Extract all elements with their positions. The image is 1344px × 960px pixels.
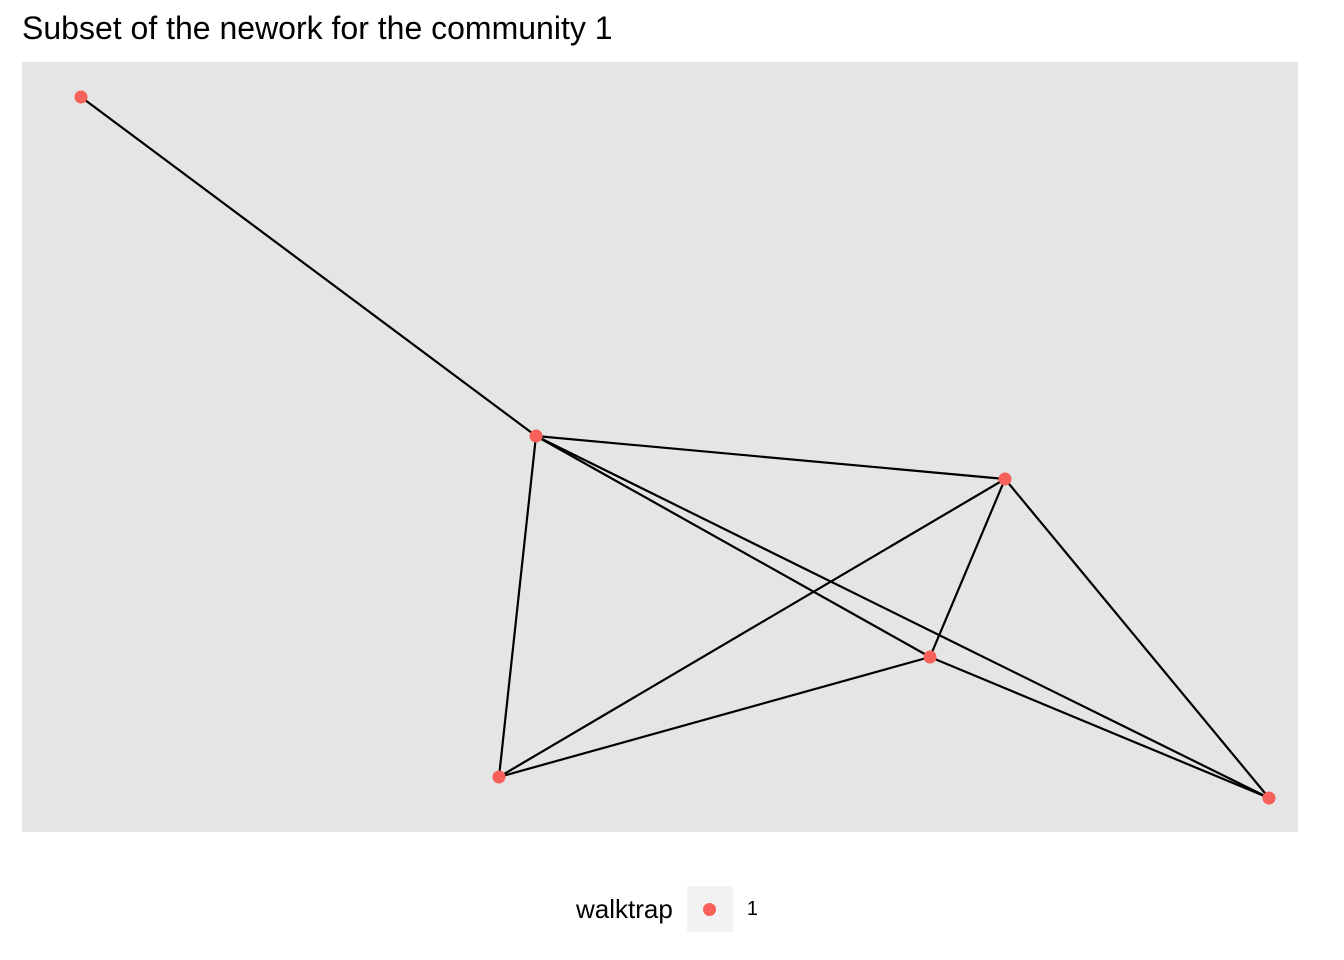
edge-n3-n6 bbox=[1004, 478, 1270, 799]
network-graph bbox=[74, 90, 1276, 805]
node-n1 bbox=[74, 90, 88, 104]
edge-n2-n6 bbox=[535, 435, 1270, 799]
edge-n3-n4 bbox=[928, 478, 1007, 658]
legend-title: walktrap bbox=[576, 894, 673, 924]
nodes-layer bbox=[74, 90, 1276, 805]
legend-dot-icon bbox=[703, 902, 717, 916]
edge-n2-n3 bbox=[535, 434, 1006, 481]
legend: walktrap 1 bbox=[576, 886, 758, 932]
chart-title: Subset of the nework for the community 1 bbox=[22, 10, 613, 46]
node-n3 bbox=[998, 472, 1012, 486]
edge-n2-n5 bbox=[497, 435, 538, 778]
edge-n2-n4 bbox=[535, 435, 931, 658]
plot-panel bbox=[22, 62, 1298, 832]
edge-n1-n2 bbox=[80, 96, 537, 437]
edge-n4-n5 bbox=[498, 655, 931, 779]
legend-key bbox=[686, 886, 733, 932]
node-n2 bbox=[529, 429, 543, 443]
edges-layer bbox=[80, 96, 1270, 800]
legend-label: 1 bbox=[746, 898, 758, 920]
edge-n4-n6 bbox=[929, 655, 1270, 800]
edge-n3-n5 bbox=[498, 478, 1006, 778]
node-n6 bbox=[1262, 791, 1276, 805]
node-n4 bbox=[923, 650, 937, 664]
node-n5 bbox=[492, 770, 506, 784]
